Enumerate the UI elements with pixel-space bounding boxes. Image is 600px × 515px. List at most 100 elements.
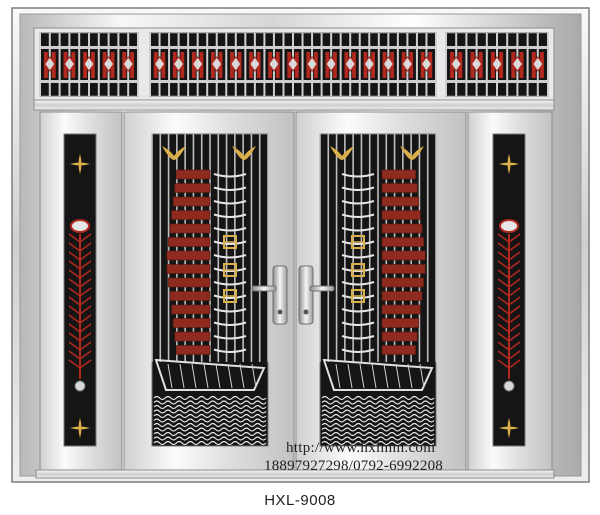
silver-slat (341, 308, 375, 313)
main-windows (151, 133, 437, 447)
silver-slat (213, 321, 247, 326)
silver-slat (213, 281, 247, 286)
sail-brick-bar (169, 291, 211, 301)
silver-slat (213, 200, 247, 205)
sail-brick-bar (166, 264, 211, 274)
silver-slat (341, 335, 375, 340)
silver-slat (341, 254, 375, 259)
diamond-ornament (44, 56, 56, 72)
wave-line (321, 440, 435, 446)
sail-brick-bar (381, 237, 424, 247)
diamond-ornament (172, 56, 185, 72)
diamond-ornament (153, 56, 166, 72)
lantern-ornament (70, 219, 90, 233)
four-petal-flower-icon (70, 418, 90, 438)
sail-brick-bar (381, 291, 423, 301)
sail-brick-bar (381, 223, 423, 234)
silver-slat (213, 213, 247, 218)
silver-slat (341, 186, 375, 191)
wave-line (153, 436, 267, 441)
four-petal-flower-icon (499, 418, 519, 438)
sail-brick-bar (171, 304, 211, 315)
sail-brick-bar (381, 345, 416, 355)
diamond-ornament (192, 56, 204, 72)
diamond-ornament (382, 56, 394, 72)
silver-slat (341, 240, 375, 245)
wave-line (153, 440, 267, 446)
watermark-url: http://www.hxlmm.com (286, 440, 436, 456)
wave-line (153, 413, 267, 419)
sail-brick-bar (168, 277, 211, 288)
sail-brick-bar (381, 250, 426, 261)
silver-slat (213, 294, 247, 299)
wave-line (153, 431, 267, 437)
wave-line (321, 409, 435, 414)
lantern-ornament (499, 219, 519, 233)
wave-line (321, 404, 435, 410)
wave-line (153, 422, 267, 428)
diamond-ornament (63, 56, 76, 72)
wave-line (321, 395, 435, 401)
wave-line (321, 427, 435, 432)
silver-slat (213, 240, 247, 245)
sailing-ship-icon (154, 358, 266, 391)
diamond-ornament (268, 56, 280, 72)
four-petal-flower-icon (499, 154, 519, 174)
diamond-ornament (470, 56, 483, 72)
silver-slat (213, 335, 247, 340)
sail-brick-bar (381, 304, 421, 315)
wave-line (321, 422, 435, 428)
diamond-ornament (287, 56, 299, 72)
round-knob-ornament (74, 380, 86, 392)
wave-line (153, 418, 267, 423)
four-petal-flower-icon (70, 154, 90, 174)
sail-brick-bar (381, 318, 420, 328)
wave-line (321, 431, 435, 437)
diamond-ornament (363, 56, 375, 72)
diamond-ornament (306, 56, 318, 72)
sail-brick-bar (381, 210, 421, 220)
silver-slat (213, 308, 247, 313)
diamond-ornament (450, 56, 462, 72)
wave-line (321, 413, 435, 419)
sail-brick-bar (166, 250, 211, 261)
diamond-ornament (491, 56, 503, 72)
sailing-ship-icon (322, 358, 434, 391)
diamond-ornament (401, 56, 414, 72)
sail-brick-bar (381, 183, 418, 193)
diamond-ornament (249, 56, 261, 72)
transom-sill (33, 99, 555, 111)
silver-slat (213, 227, 247, 232)
sail-brick-bar (176, 345, 211, 355)
sail-brick-bar (171, 210, 211, 220)
silver-slat (341, 281, 375, 286)
silver-slat (213, 348, 247, 353)
diamond-ornament (122, 56, 134, 72)
diamond-ornament (211, 56, 223, 72)
sail-brick-bar (381, 196, 420, 207)
round-knob-ornament (503, 380, 515, 392)
diamond-ornament (532, 56, 544, 72)
sail-brick-bar (168, 237, 211, 247)
silver-slat (213, 267, 247, 272)
sail-brick-bar (381, 169, 416, 180)
wave-line (321, 400, 435, 405)
wave-line (153, 409, 267, 414)
sail-brick-bar (169, 223, 211, 234)
wave-line (321, 436, 435, 441)
silver-slat (341, 348, 375, 353)
transom-grilles (39, 32, 549, 97)
wave-line (153, 427, 267, 432)
silver-slat (341, 321, 375, 326)
wave-line (321, 418, 435, 423)
sail-brick-bar (381, 277, 424, 288)
wave-line (153, 395, 267, 401)
diamond-ornament (420, 56, 433, 72)
sail-brick-bar (174, 331, 211, 342)
sail-brick-bar (381, 264, 426, 274)
right-door-handle[interactable] (298, 265, 335, 325)
diamond-ornament (230, 56, 242, 72)
left-door-handle[interactable] (251, 265, 288, 325)
silver-slat (213, 186, 247, 191)
